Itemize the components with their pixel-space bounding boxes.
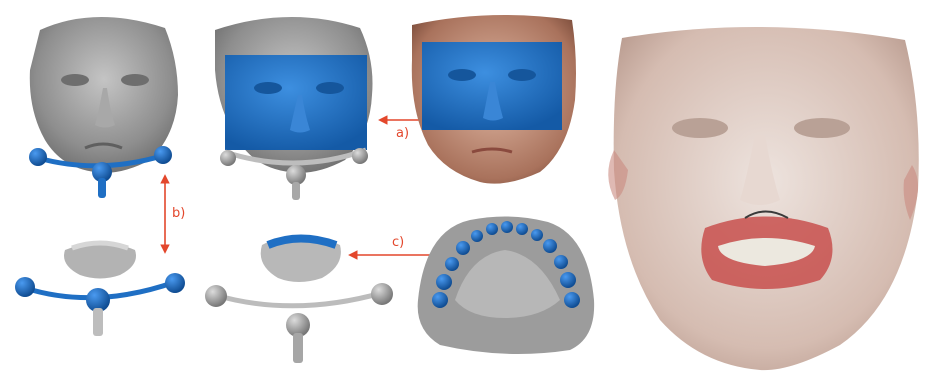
- face-scan-with-region: [215, 17, 373, 200]
- label-a: a): [396, 126, 409, 141]
- dental-arch-model: [418, 216, 594, 354]
- bite-fork-blue-bottom: [15, 243, 185, 337]
- gray-face-scan: [30, 17, 178, 173]
- arrow-b: b): [165, 176, 185, 252]
- textured-face-scan: [412, 15, 576, 184]
- overlaid-dental-model: [701, 212, 832, 290]
- label-c: c): [392, 235, 404, 250]
- faded-face-overlay: [608, 27, 919, 370]
- label-b: b): [172, 206, 185, 221]
